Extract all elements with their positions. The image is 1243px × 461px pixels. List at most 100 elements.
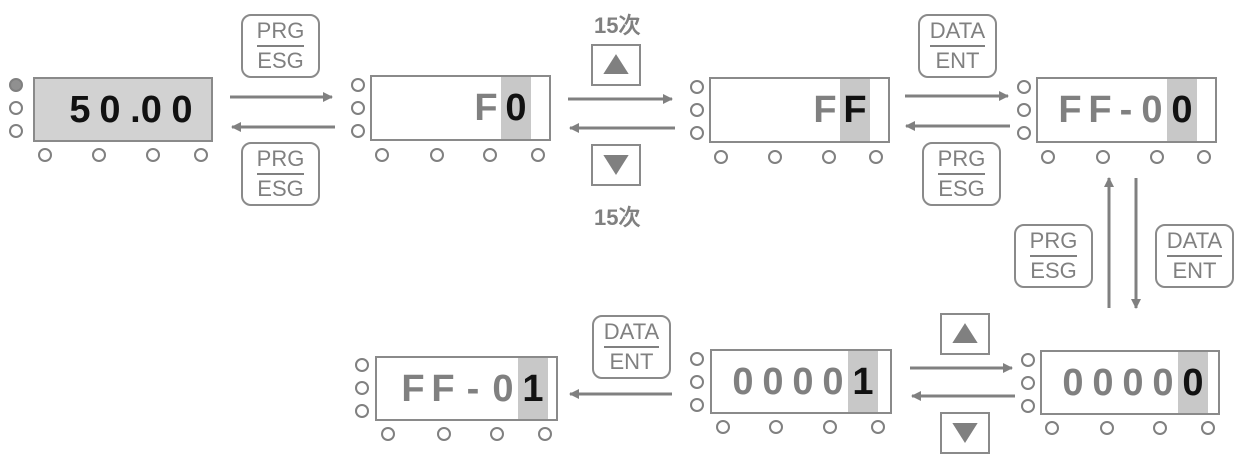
status-led: [9, 78, 23, 92]
display-digit: F: [401, 367, 425, 410]
status-led: [1201, 421, 1215, 435]
cursor-digit: 0: [501, 77, 531, 139]
status-led: [355, 358, 369, 372]
status-led: [430, 148, 444, 162]
status-led: [1100, 421, 1114, 435]
key-label-bottom: ESG: [1030, 258, 1077, 283]
status-led: [822, 150, 836, 164]
display-digit: 0: [1141, 89, 1163, 131]
cursor-digit: F: [840, 79, 870, 141]
down-key[interactable]: [591, 144, 641, 186]
display-digit: 5: [69, 88, 91, 131]
status-led: [690, 103, 704, 117]
down-key[interactable]: [940, 412, 990, 454]
cursor-digit: 0: [1178, 352, 1208, 413]
display-panel: 5 0 .0 0: [33, 77, 213, 142]
status-led: [1041, 150, 1055, 164]
display-panel: F F - 0 1: [375, 356, 558, 421]
display-digit: 0: [822, 360, 844, 403]
up-key[interactable]: [591, 44, 641, 86]
display-digit: 0: [1152, 361, 1174, 404]
status-led: [869, 150, 883, 164]
status-led: [483, 148, 497, 162]
display-digit: .0: [130, 88, 162, 131]
status-led: [351, 78, 365, 92]
display-digit: 0: [732, 360, 754, 403]
status-led: [38, 148, 52, 162]
status-led: [823, 420, 837, 434]
status-led: [381, 427, 395, 441]
key-label-top: DATA: [1166, 230, 1223, 257]
status-led: [538, 427, 552, 441]
key-label-top: PRG: [937, 148, 986, 175]
display-panel: F 0: [370, 75, 551, 141]
status-led: [1021, 376, 1035, 390]
display-digit: 0: [1062, 361, 1084, 404]
status-led: [769, 420, 783, 434]
display-panel: 0 0 0 0 1: [710, 349, 892, 414]
status-led: [437, 427, 451, 441]
prg-esg-key[interactable]: PRG ESG: [922, 142, 1001, 206]
data-ent-key[interactable]: DATA ENT: [1155, 224, 1234, 288]
cursor-digit: 1: [848, 351, 878, 412]
status-led: [1021, 353, 1035, 367]
status-led: [351, 124, 365, 138]
key-label-top: PRG: [256, 20, 305, 47]
status-led: [375, 148, 389, 162]
display-digit: F: [474, 87, 498, 129]
display-digit: 0: [1122, 361, 1144, 404]
status-led: [355, 404, 369, 418]
status-led: [1017, 126, 1031, 140]
triangle-up-icon: [952, 323, 978, 344]
status-led: [1197, 150, 1211, 164]
status-led: [1150, 150, 1164, 164]
key-label-bottom: ESG: [938, 176, 985, 201]
status-led: [690, 398, 704, 412]
status-led: [194, 148, 208, 162]
status-led: [531, 148, 545, 162]
key-label-bottom: ESG: [257, 48, 304, 73]
status-led: [1096, 150, 1110, 164]
key-label-top: DATA: [603, 321, 660, 348]
key-label-top: DATA: [929, 20, 986, 47]
up-key[interactable]: [940, 313, 990, 355]
triangle-down-icon: [952, 423, 978, 443]
status-led: [690, 126, 704, 140]
repeat-count-note: 15次: [594, 205, 641, 230]
display-digit: 0: [99, 88, 121, 131]
prg-esg-key[interactable]: PRG ESG: [241, 14, 320, 78]
display-panel: F F: [709, 77, 890, 143]
data-ent-key[interactable]: DATA ENT: [592, 315, 671, 379]
repeat-count-note: 15次: [594, 13, 641, 38]
display-digit: F: [1058, 89, 1082, 131]
status-led: [351, 101, 365, 115]
status-led: [1017, 80, 1031, 94]
status-led: [355, 381, 369, 395]
status-led: [1021, 399, 1035, 413]
status-led: [1017, 103, 1031, 117]
key-label-bottom: ESG: [257, 176, 304, 201]
status-led: [9, 124, 23, 138]
display-panel: 0 0 0 0 0: [1040, 350, 1220, 415]
status-led: [690, 352, 704, 366]
display-digit: F: [813, 89, 837, 131]
prg-esg-key[interactable]: PRG ESG: [1014, 224, 1093, 288]
display-digit: F: [431, 367, 455, 410]
prg-esg-key[interactable]: PRG ESG: [241, 142, 320, 206]
key-label-bottom: ENT: [609, 349, 654, 374]
status-led: [690, 375, 704, 389]
status-led: [92, 148, 106, 162]
display-digit: F: [1088, 89, 1112, 131]
display-digit: 0: [492, 367, 514, 410]
key-label-top: PRG: [1029, 230, 1078, 257]
display-digit: 0: [171, 88, 193, 131]
status-led: [716, 420, 730, 434]
data-ent-key[interactable]: DATA ENT: [918, 14, 997, 78]
key-label-bottom: ENT: [1172, 258, 1217, 283]
display-digit: 0: [792, 360, 814, 403]
display-digit: 0: [1092, 361, 1114, 404]
display-digit: 0: [762, 360, 784, 403]
status-led: [490, 427, 504, 441]
